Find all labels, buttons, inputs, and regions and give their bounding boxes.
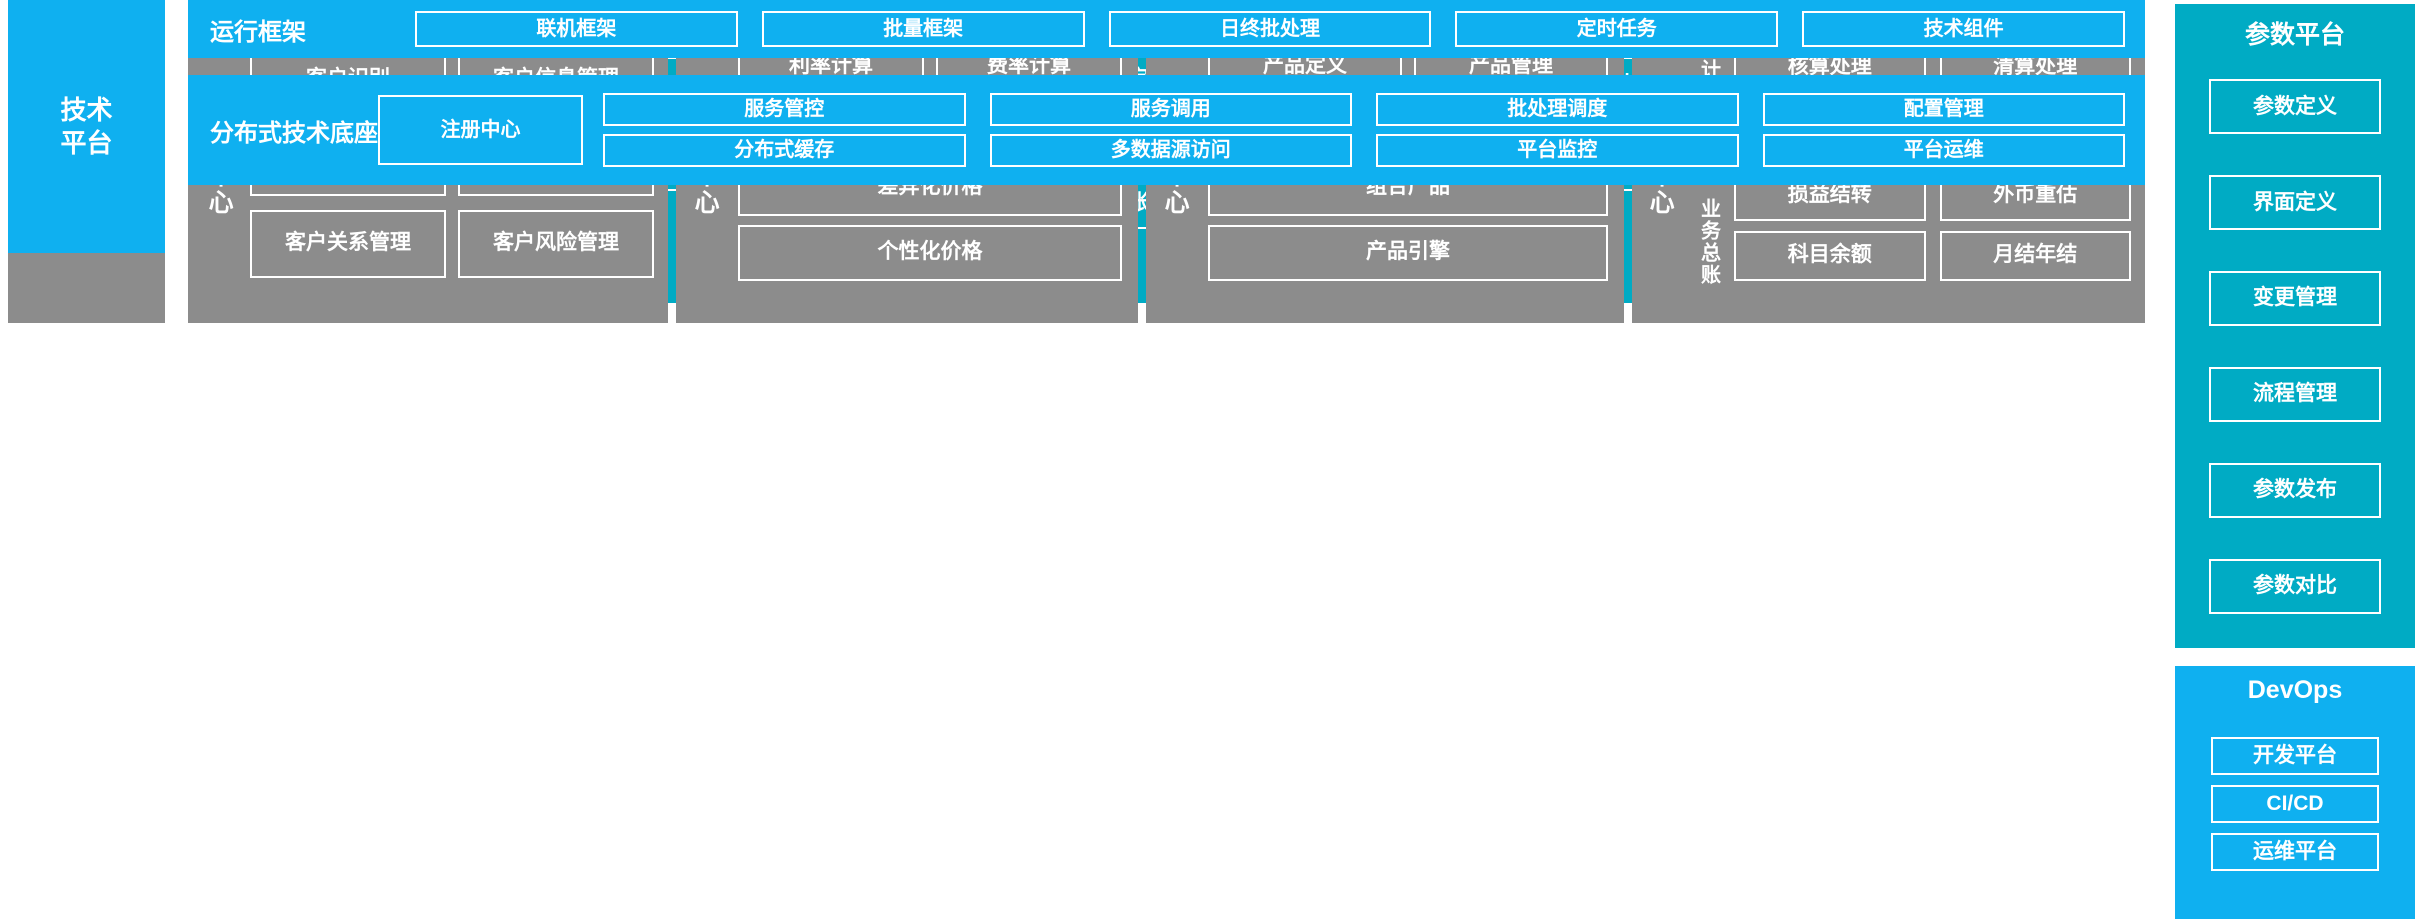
item-box[interactable]: 平台监控 (1376, 134, 1739, 167)
tech-row-label: 分布式技术底座 (210, 119, 378, 147)
item-box[interactable]: 参数定义 (2209, 79, 2381, 135)
item-box[interactable]: CI/CD (2211, 785, 2379, 823)
item-box-wide[interactable]: 个性化价格 (738, 224, 1122, 281)
item-box[interactable]: 月结年结 (1939, 230, 2131, 281)
tech-row-distributed-base: 分布式技术底座 注册中心 服务管控 服务调用 批处理调度 配置管理 分布式缓存 … (188, 75, 2145, 185)
item-box[interactable]: 客户关系管理 (250, 209, 446, 278)
item-box[interactable]: 流程管理 (2209, 366, 2381, 422)
item-box[interactable]: 批量框架 (761, 11, 1085, 47)
item-box[interactable]: 批处理调度 (1376, 93, 1739, 126)
item-box[interactable]: 平台运维 (1762, 134, 2125, 167)
item-box[interactable]: 客户风险管理 (458, 209, 654, 278)
column-parameter-platform: 参数平台 参数定义 界面定义 变更管理 流程管理 参数发布 参数对比 (2175, 4, 2415, 648)
item-box[interactable]: 日终批处理 (1108, 11, 1432, 47)
item-box-wide[interactable]: 产品引擎 (1208, 224, 1608, 281)
band-label-technical-platform: 技术 平台 (8, 0, 165, 253)
item-box[interactable]: 运维平台 (2211, 833, 2379, 871)
column-title-devops: DevOps (2247, 676, 2343, 704)
tech-row-label: 运行框架 (210, 18, 306, 46)
item-box[interactable]: 分布式缓存 (603, 134, 966, 167)
band-business-capability: 业务 能力 中心 客户中心 客户识别 客户信息管理 客户账户管理 客户签约管理 … (0, 0, 2423, 626)
item-box[interactable]: 联机框架 (415, 11, 738, 47)
item-box[interactable]: 科目余额 (1734, 230, 1926, 281)
column-title-parameter-platform: 参数平台 (2244, 21, 2345, 49)
item-box[interactable]: 变更管理 (2209, 271, 2381, 327)
item-box[interactable]: 参数发布 (2209, 462, 2381, 518)
item-box[interactable]: 界面定义 (2209, 175, 2381, 231)
column-devops: DevOps 开发平台 CI/CD 运维平台 (2175, 666, 2415, 919)
item-box[interactable]: 配置管理 (1762, 93, 2125, 126)
item-box[interactable]: 服务调用 (989, 93, 1352, 126)
sub-label-text: 业务总账 (1697, 198, 1720, 287)
item-box[interactable]: 定时任务 (1455, 11, 1779, 47)
band-technical-platform: 技术 平台 运行框架 联机框架 批量框架 日终批处理 定时任务 技术组件 分布式… (0, 0, 2423, 879)
item-box[interactable]: 开发平台 (2211, 737, 2379, 775)
item-box[interactable]: 多数据源访问 (989, 134, 1352, 167)
sub-label-business-ledger: 业务总账 (1688, 162, 1728, 324)
item-box[interactable]: 参数对比 (2209, 558, 2381, 614)
item-box-registry[interactable]: 注册中心 (378, 95, 583, 165)
item-box[interactable]: 服务管控 (603, 93, 966, 126)
band-label-line: 技术 平台 (60, 95, 113, 158)
item-box[interactable]: 技术组件 (1802, 11, 2125, 47)
tech-row-runtime-framework: 运行框架 联机框架 批量框架 日终批处理 定时任务 技术组件 (188, 0, 2145, 58)
